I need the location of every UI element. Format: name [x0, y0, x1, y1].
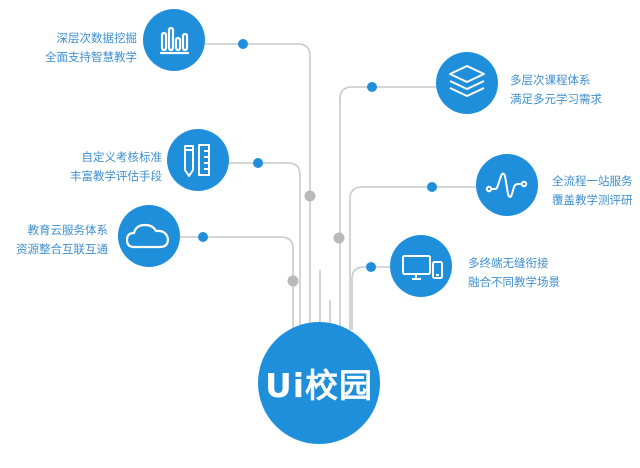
feature-icons — [118, 9, 538, 297]
ruler-pencil-icon — [184, 144, 210, 177]
feature-title: 多层次课程体系 — [510, 73, 591, 87]
center-hub-circle — [258, 322, 380, 444]
feature-label-curriculum: 多层次课程体系 满足多元学习需求 — [510, 71, 630, 109]
feature-subtitle: 融合不同教学场景 — [468, 275, 560, 289]
feature-label-cloud: 教育云服务体系 资源整合互联互通 — [0, 221, 108, 259]
feature-subtitle: 满足多元学习需求 — [510, 92, 602, 106]
connector-data-mining — [205, 43, 311, 330]
connector-curriculum — [339, 86, 437, 330]
feature-label-data-mining: 深层次数据挖掘 全面支持智慧教学 — [25, 29, 137, 67]
connector-service — [349, 186, 478, 330]
connector-lines — [178, 43, 478, 330]
connector-assessment — [228, 162, 301, 330]
feature-subtitle: 全面支持智慧教学 — [45, 50, 137, 64]
cloud-circle — [118, 205, 180, 267]
feature-label-devices: 多终端无缝衔接 融合不同教学场景 — [468, 254, 588, 292]
joint-dots — [287, 190, 345, 287]
waveform-icon — [485, 172, 528, 198]
feature-subtitle: 丰富教学评估手段 — [70, 169, 162, 183]
curriculum-circle — [436, 52, 498, 114]
devices-circle — [390, 235, 452, 297]
feature-subtitle: 资源整合互联互通 — [16, 242, 108, 256]
devices-icon — [402, 255, 443, 280]
feature-title: 全流程一站服务 — [552, 174, 633, 188]
feature-title: 教育云服务体系 — [27, 223, 109, 237]
bar-chart-icon — [159, 26, 190, 55]
connector-dots — [198, 39, 437, 272]
cloud-icon — [125, 223, 170, 249]
feature-title: 自定义考核标准 — [81, 150, 163, 164]
feature-title: 深层次数据挖掘 — [56, 31, 138, 45]
brand-title: Ui校园 — [264, 366, 374, 405]
feature-subtitle: 覆盖教学测评研 — [552, 193, 633, 207]
layers-icon — [449, 65, 485, 97]
feature-label-assessment: 自定义考核标准 丰富教学评估手段 — [52, 148, 162, 186]
connector-cloud — [178, 236, 294, 330]
feature-title: 多终端无缝衔接 — [468, 256, 549, 270]
connector-devices — [351, 266, 396, 330]
feature-label-service: 全流程一站服务 覆盖教学测评研 — [552, 172, 638, 210]
